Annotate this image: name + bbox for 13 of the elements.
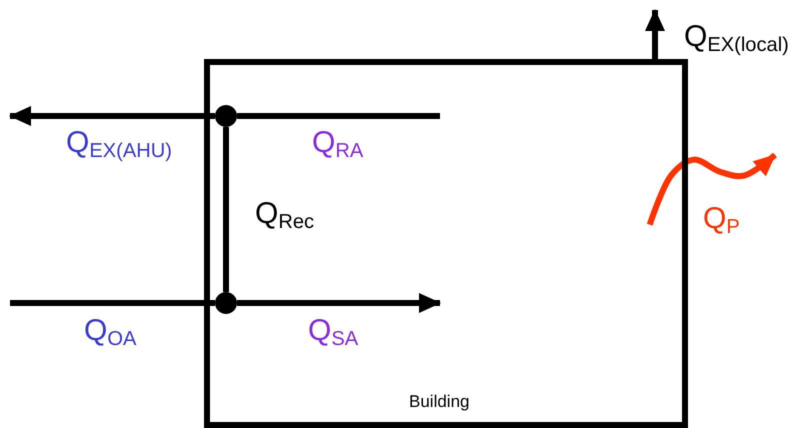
arrow (645, 9, 665, 59)
flow-line (223, 127, 229, 292)
flow-label: Q$_{EX(local)}$ (683, 22, 790, 56)
wavy-arrow (646, 152, 777, 226)
flow-line (10, 300, 215, 306)
flow-line (237, 113, 440, 119)
arrow (9, 106, 215, 126)
building-label: Building (409, 392, 470, 412)
arrow (237, 293, 441, 313)
junction-dot (215, 105, 237, 127)
junction-dot (215, 292, 237, 314)
flow-label: Q$_{EX(AHU)}$ (65, 128, 173, 162)
building-outline (204, 59, 688, 428)
